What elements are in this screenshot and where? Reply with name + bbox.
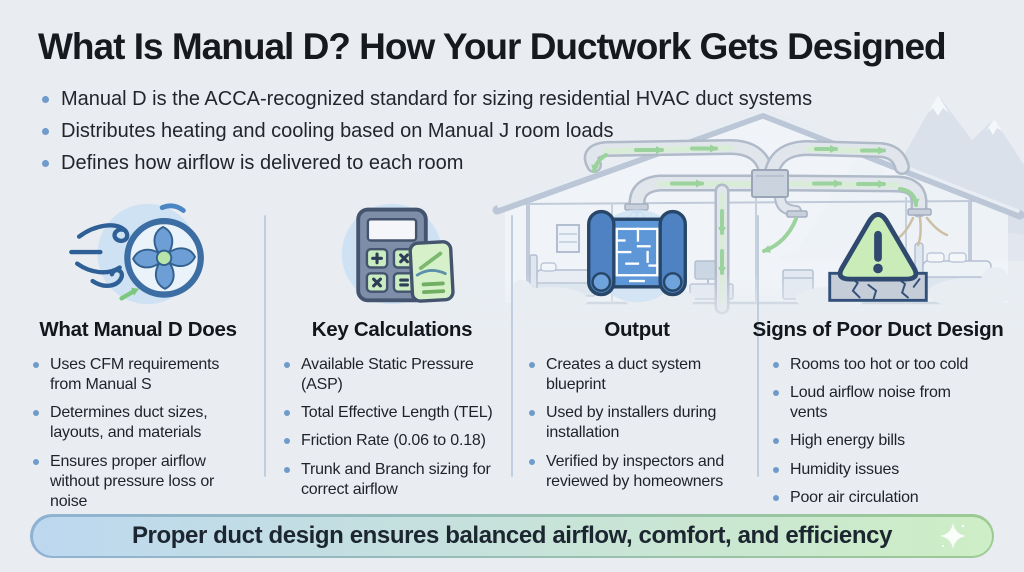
column-bullet-list: Uses CFM requirements from Manual S Deter…: [32, 355, 244, 520]
warning-triangle-icon: [803, 198, 953, 310]
wind-fan-icon: [63, 198, 213, 310]
summary-banner-inner: Proper duct design ensures balanced airf…: [32, 516, 992, 556]
bullet-text: Distributes heating and cooling based on…: [61, 120, 614, 142]
column-what-manual-d-does: What Manual D Does Uses CFM requirements…: [32, 198, 244, 520]
bullet-dot-icon: [284, 362, 290, 368]
bullet-dot-icon: [284, 438, 290, 445]
bullet-item: Total Effective Length (TEL): [283, 403, 501, 423]
column-divider: [757, 215, 759, 477]
bullet-dot-icon: [773, 438, 779, 445]
bullet-item: High energy bills: [772, 431, 984, 451]
bullet-item: Friction Rate (0.06 to 0.18): [283, 431, 501, 451]
bullet-text: Trunk and Branch sizing for correct airf…: [301, 460, 491, 498]
bullet-text: Total Effective Length (TEL): [301, 404, 493, 422]
bullet-dot-icon: [773, 466, 779, 473]
page-title: What Is Manual D? How Your Ductwork Gets…: [38, 26, 947, 67]
bullet-item: Ensures proper airflow without pressure …: [32, 452, 244, 512]
column-heading: Output: [604, 318, 670, 341]
bullet-item: Available Static Pressure (ASP): [283, 355, 501, 395]
bullet-dot-icon: [284, 466, 290, 473]
bullet-item: Verified by inspectors and reviewed by h…: [528, 452, 746, 492]
bullet-item: Loud airflow noise from vents: [772, 383, 984, 423]
bullet-item: Used by installers during installation: [528, 403, 746, 443]
bullet-dot-icon: [529, 458, 535, 465]
bullet-dot-icon: [33, 410, 39, 417]
bullet-text: Verified by inspectors and reviewed by h…: [546, 452, 725, 490]
summary-banner-text: Proper duct design ensures balanced airf…: [131, 522, 893, 549]
bullet-dot-icon: [33, 458, 39, 465]
bullet-dot-icon: [773, 362, 779, 368]
bullet-item: Humidity issues: [772, 460, 984, 480]
bullet-dot-icon: [529, 362, 535, 368]
bullet-dot-icon: [42, 128, 49, 135]
bullet-text: Determines duct sizes, layouts, and mate…: [50, 404, 208, 442]
column-heading: Signs of Poor Duct Design: [752, 318, 1004, 341]
bullet-text: Poor air circulation: [790, 488, 919, 506]
column-bullet-list: Available Static Pressure (ASP) Total Eff…: [283, 355, 501, 508]
column-signs-of-poor-duct-design: Signs of Poor Duct Design Rooms too hot …: [752, 198, 1004, 516]
bullet-item: Poor air circulation: [772, 488, 984, 508]
bullet-item: Defines how airflow is delivered to each…: [40, 152, 812, 175]
bullet-text: Humidity issues: [790, 460, 900, 478]
bullet-text: Friction Rate (0.06 to 0.18): [301, 432, 486, 450]
bullet-text: Ensures proper airflow without pressure …: [50, 452, 215, 510]
summary-banner: Proper duct design ensures balanced airf…: [30, 514, 994, 558]
bullet-dot-icon: [773, 390, 779, 397]
column-heading: Key Calculations: [311, 318, 473, 341]
bullet-item: Manual D is the ACCA-recognized standard…: [40, 88, 812, 111]
blueprint-icon: [562, 198, 712, 310]
bullet-dot-icon: [773, 494, 779, 501]
bullet-text: Creates a duct system blueprint: [546, 356, 701, 394]
bullet-text: Uses CFM requirements from Manual S: [50, 356, 220, 394]
bullet-dot-icon: [529, 410, 535, 417]
sparkle-icon: [939, 523, 966, 549]
bullet-text: Loud airflow noise from vents: [790, 384, 951, 422]
bullet-text: Defines how airflow is delivered to each…: [61, 152, 464, 174]
bullet-text: Rooms too hot or too cold: [790, 356, 969, 373]
bullet-item: Rooms too hot or too cold: [772, 355, 984, 375]
bullet-text: Available Static Pressure (ASP): [301, 356, 474, 394]
column-heading: What Manual D Does: [39, 318, 237, 341]
bullet-dot-icon: [284, 410, 290, 417]
calculator-icon: [317, 198, 467, 310]
bullet-item: Determines duct sizes, layouts, and mate…: [32, 403, 244, 443]
bullet-text: Manual D is the ACCA-recognized standard…: [61, 88, 813, 110]
column-divider: [511, 215, 513, 477]
bullet-item: Trunk and Branch sizing for correct airf…: [283, 460, 501, 500]
bullet-text: Used by installers during installation: [546, 404, 717, 442]
bullet-dot-icon: [42, 96, 49, 103]
bullet-item: Distributes heating and cooling based on…: [40, 120, 812, 143]
bullet-item: Creates a duct system blueprint: [528, 355, 746, 395]
column-divider: [264, 215, 266, 477]
bullet-item: Uses CFM requirements from Manual S: [32, 355, 244, 395]
bullet-dot-icon: [33, 362, 39, 368]
bullet-text: High energy bills: [790, 432, 905, 450]
bullet-dot-icon: [42, 160, 49, 167]
column-key-calculations: Key Calculations Available Static Pressu…: [283, 198, 501, 508]
intro-bullet-list: Manual D is the ACCA-recognized standard…: [40, 88, 812, 184]
